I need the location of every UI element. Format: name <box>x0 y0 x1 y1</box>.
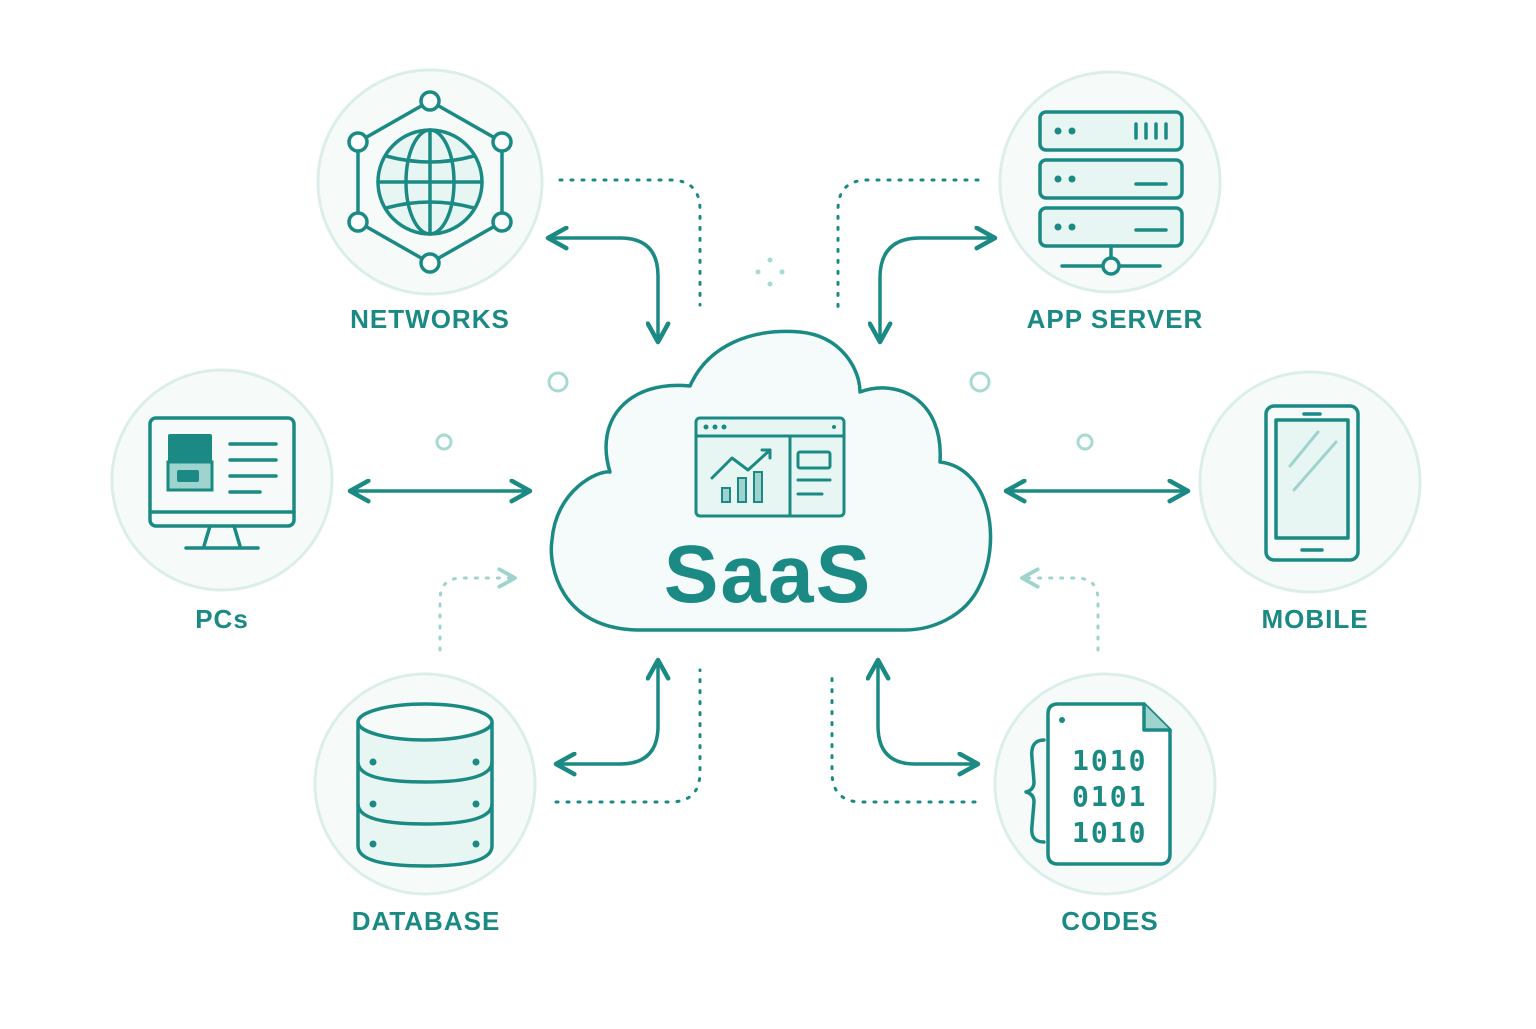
arrow-app-server <box>880 238 995 342</box>
arrow-networks <box>548 238 658 342</box>
dashboard-window-icon <box>694 416 846 518</box>
node-label-mobile: MOBILE <box>1261 604 1369 634</box>
saas-title: SaaS <box>663 529 873 620</box>
node-label-networks: NETWORKS <box>350 304 510 334</box>
monitor-app-panel-inner <box>166 460 214 492</box>
node-label-database: DATABASE <box>351 906 501 936</box>
dashboard-dots <box>703 424 836 430</box>
code-file-dot <box>1059 717 1065 723</box>
arrow-codes <box>878 660 978 764</box>
screen-glare <box>1288 430 1338 492</box>
dotted-line-codes <box>830 668 977 804</box>
code-line: 1010 <box>1072 744 1148 777</box>
dotted-light-connectors <box>438 578 1100 652</box>
node-label-codes: CODES <box>1061 906 1159 936</box>
dotted-arrow-mobile <box>1022 578 1100 652</box>
network-nodes <box>347 90 513 274</box>
desktop-monitor-icon <box>148 416 296 550</box>
dotted-connectors <box>554 178 980 804</box>
decor-ring <box>969 371 991 393</box>
decor-rings <box>435 371 1094 451</box>
node-label-pcs: PCs <box>195 604 249 634</box>
code-line: 1010 <box>1072 816 1148 849</box>
database-leds <box>369 758 480 848</box>
code-line: 0101 <box>1072 780 1148 813</box>
decor-ring <box>547 371 569 393</box>
connection-arrows <box>350 238 1188 764</box>
decor-ring <box>435 433 453 451</box>
code-file-icon <box>1024 702 1172 866</box>
dotted-arrow-pcs <box>438 578 515 652</box>
decor-sparkle <box>755 257 785 287</box>
server-rack-icon <box>1038 110 1184 276</box>
bar-chart-icon <box>721 471 763 503</box>
dotted-line-database <box>554 668 702 804</box>
server-leds <box>1054 127 1076 231</box>
decor-ring <box>1076 433 1094 451</box>
pcs-circle <box>110 368 334 592</box>
dotted-line-networks <box>558 178 702 307</box>
database-icon <box>356 702 494 868</box>
saas-cloud <box>549 329 993 632</box>
smartphone-icon <box>1264 404 1360 562</box>
node-label-app-server: APP SERVER <box>1026 304 1204 334</box>
arrow-database <box>556 660 658 764</box>
dotted-line-app-server <box>836 178 980 317</box>
monitor-app-button <box>177 470 199 482</box>
